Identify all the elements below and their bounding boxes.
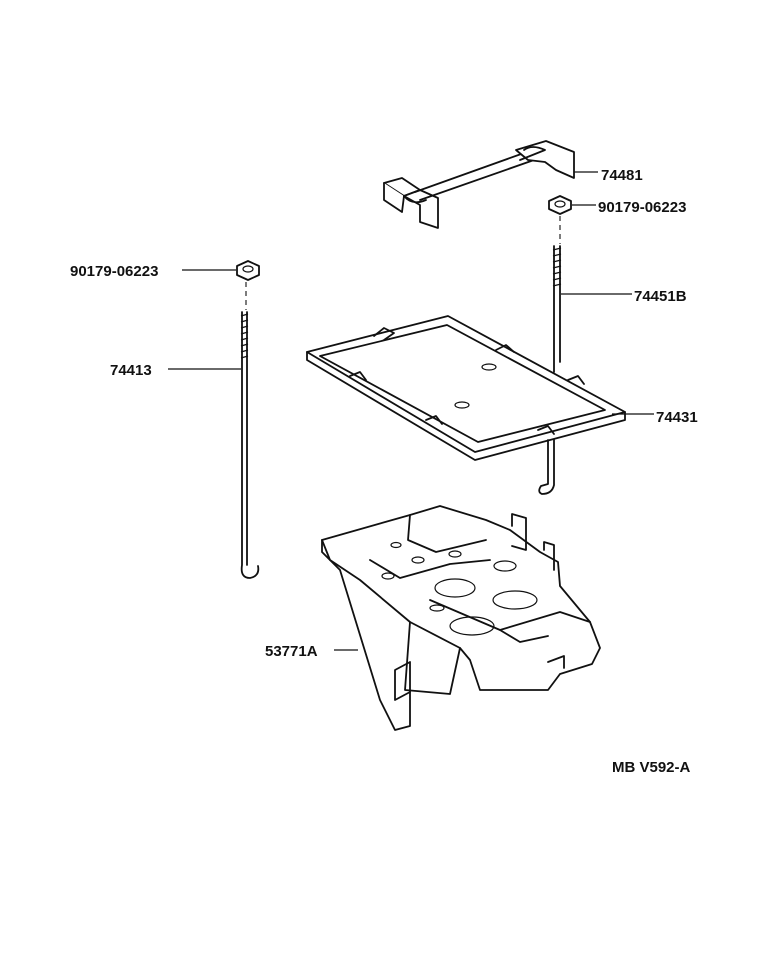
label-74413: 74413	[110, 362, 152, 379]
figure-code: MB V592-A	[612, 759, 691, 776]
label-nut-left: 90179-06223	[70, 263, 158, 280]
nut-left	[236, 260, 260, 310]
label-74481: 74481	[601, 167, 643, 184]
leader-lines	[168, 171, 654, 651]
hold-down-clamp	[383, 140, 575, 229]
rod-left	[240, 311, 260, 579]
label-53771A: 53771A	[265, 643, 318, 660]
label-nut-right: 90179-06223	[598, 199, 686, 216]
label-74431: 74431	[656, 409, 698, 426]
battery-tray	[321, 505, 601, 731]
battery-frame	[306, 315, 626, 461]
rod-right	[538, 245, 562, 495]
nut-right	[548, 195, 572, 244]
label-74451B: 74451B	[634, 288, 687, 305]
